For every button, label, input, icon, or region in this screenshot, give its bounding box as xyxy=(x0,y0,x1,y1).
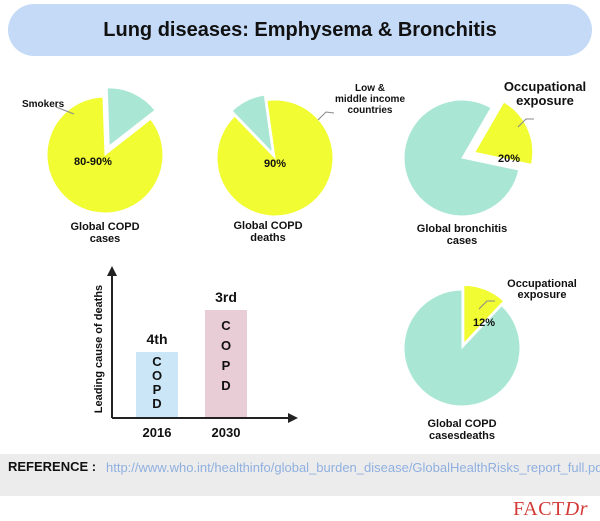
pie-caption: cases xyxy=(90,233,121,245)
pie-slice xyxy=(216,99,334,217)
callout-label: Low & xyxy=(355,83,385,94)
bar-inner-text: P xyxy=(222,358,231,373)
leader-line xyxy=(317,111,335,121)
reference-bar xyxy=(0,454,600,496)
bar xyxy=(136,352,178,417)
x-axis-arrow xyxy=(288,413,298,423)
bar-inner-text: D xyxy=(221,378,230,393)
x-tick-label: 2030 xyxy=(212,425,241,440)
callout-label: countries xyxy=(347,105,392,116)
bar-inner-text: O xyxy=(221,338,231,353)
leader-line xyxy=(478,300,495,310)
callout-label: Smokers xyxy=(22,99,65,110)
reference-label: REFERENCE : xyxy=(8,459,97,474)
reference-link[interactable]: http://www.who.int/healthinfo/global_bur… xyxy=(106,460,600,475)
page-title: Lung diseases: Emphysema & Bronchitis xyxy=(103,18,497,41)
pie-value-label: 12% xyxy=(473,317,495,329)
pie-value-label: 80-90% xyxy=(74,156,112,168)
bar-inner-text: D xyxy=(152,396,161,411)
bar-rank-label: 4th xyxy=(147,331,168,347)
pie-slice xyxy=(231,94,274,155)
bar-inner-text: C xyxy=(152,354,162,369)
callout-label: middle income xyxy=(335,94,405,105)
x-tick-label: 2016 xyxy=(143,425,172,440)
pie-caption: deaths xyxy=(250,232,285,244)
pie-slice xyxy=(463,284,505,345)
brand-logo: FACTDr xyxy=(513,498,588,520)
leader-line xyxy=(517,118,534,128)
pie-slice xyxy=(474,101,534,165)
pie-value-label: 20% xyxy=(498,153,520,165)
callout-label: Occupational xyxy=(504,79,586,94)
bar-inner-text: O xyxy=(152,368,162,383)
y-axis-label: Leading cause of deaths xyxy=(93,285,105,413)
callout-label: exposure xyxy=(518,289,567,301)
pie-caption: Global COPD xyxy=(233,220,302,232)
callout-label: exposure xyxy=(516,93,574,108)
y-axis-arrow xyxy=(107,266,117,276)
pie-slice xyxy=(46,96,164,214)
bar-inner-text: P xyxy=(153,382,162,397)
callout-label: Occupational xyxy=(507,278,577,290)
pie-caption: Global COPD xyxy=(70,221,139,233)
bar xyxy=(205,310,247,417)
leader-line xyxy=(55,106,75,115)
bar-rank-label: 3rd xyxy=(215,289,237,305)
pie-slice xyxy=(403,289,521,407)
title-banner: Lung diseases: Emphysema & Bronchitis xyxy=(8,4,592,56)
bar-inner-text: C xyxy=(221,318,231,333)
pie-caption: cases xyxy=(447,235,478,247)
pie-slice xyxy=(106,87,156,147)
pie-caption: Global bronchitis xyxy=(417,223,507,235)
pie-value-label: 90% xyxy=(264,158,286,170)
pie-caption: casesdeaths xyxy=(429,430,495,442)
pie-caption: Global COPD xyxy=(427,418,496,430)
pie-slice xyxy=(403,99,520,217)
